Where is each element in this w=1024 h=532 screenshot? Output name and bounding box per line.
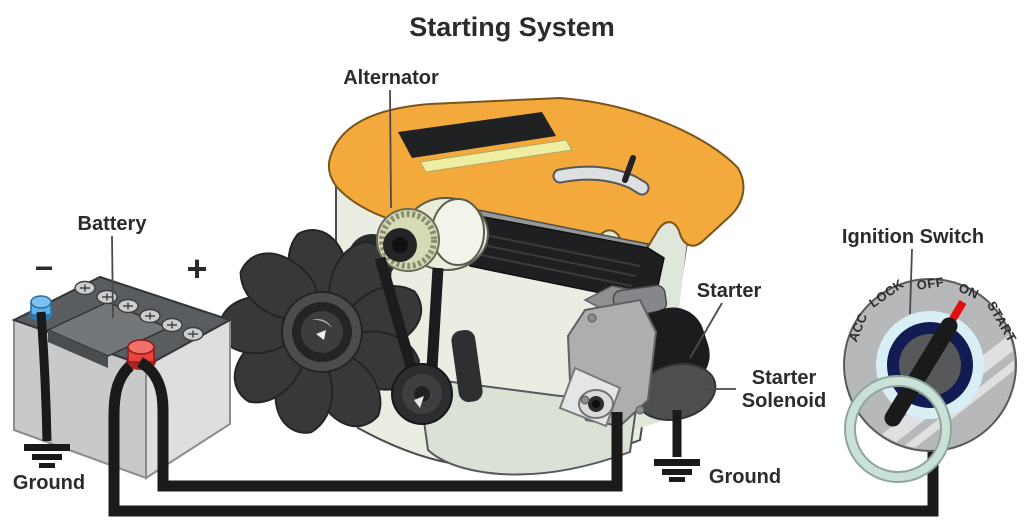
manifold-rib [475,253,633,287]
battery-positive-sign: + [186,248,207,289]
battery-label: Battery [78,213,148,235]
battery-plateau-skirt [48,330,108,368]
battery-pointer-line [111,235,114,319]
belt-tensioner [451,329,483,403]
alternator-pointer-line [389,89,392,209]
starter-label: Starter [697,280,762,302]
ignition-switch-illustration: ACC LOCK OFF ON START [843,274,1020,483]
valve-cover-stripe [419,139,573,173]
drive-belt [374,256,444,372]
starter-solenoid-label-line2: Solenoid [742,390,826,412]
labels: Starting System Alternator Battery − + S… [13,12,984,494]
engine-pipe [554,167,648,194]
ignition-key [884,317,958,427]
ignition-switch-pointer-line [909,248,913,315]
page-title: Starting System [409,12,615,42]
ignition-position-off: OFF [916,274,945,293]
fan-hub-highlight [312,318,332,328]
engine-antenna [622,155,636,183]
alternator-pulley [376,197,489,272]
starter-solenoid-label-line1: Starter [752,367,817,389]
battery-negative-sign: − [35,250,54,286]
valve-cover-slot [398,112,556,158]
starter-bolt [635,405,645,415]
ground-label-battery: Ground [13,472,85,494]
ground-symbol-battery [24,444,70,468]
crank-pulley [391,363,453,425]
starter-pointer-line [689,302,723,359]
manifold-rib [479,233,641,267]
battery-negative-terminal [29,295,53,321]
starter-shaft-center [592,400,600,408]
wire-battery-to-starter [136,357,623,492]
manifold-rib [477,243,637,277]
keyring-icon [844,375,952,483]
wiring [36,311,939,517]
fan-icon [218,229,423,434]
ground-label-solenoid: Ground [709,466,781,488]
starter-bolt [587,313,597,323]
battery-caps [74,280,204,342]
ground-symbol-solenoid [654,459,700,482]
ignition-switch-label: Ignition Switch [842,226,984,248]
alternator-label: Alternator [343,67,439,89]
wire-battery-to-ignition [108,361,939,517]
wire-battery-negative-to-ground [36,311,52,442]
starter-illustration [558,284,717,428]
starter-bolt [580,395,590,405]
